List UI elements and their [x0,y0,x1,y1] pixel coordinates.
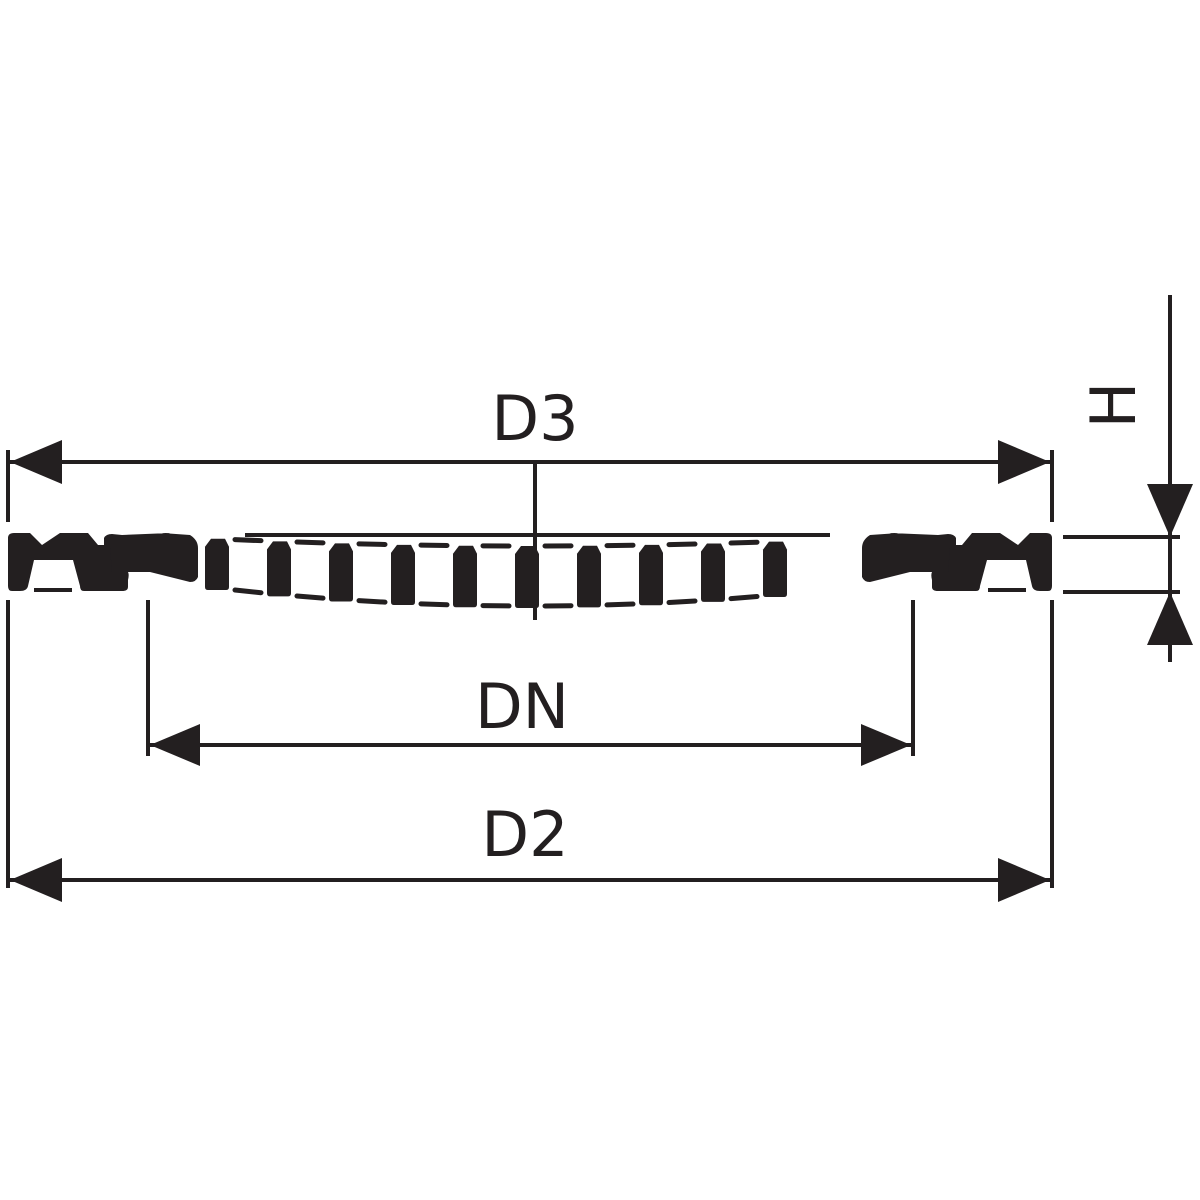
grate-bar [763,541,787,597]
grate-dash [232,587,264,596]
grate-dash [232,537,264,544]
grate-bar [205,538,229,591]
frame-profile-left [8,533,129,591]
grate-rim-left [104,533,198,582]
grate-bar [515,545,539,608]
label-d2: D2 [481,798,568,871]
dimension-dn: DN [150,670,911,766]
arrowhead-icon [10,858,62,902]
grate-dash [728,594,760,602]
label-h: H [1077,382,1150,429]
grate-bar [267,541,291,597]
arrowhead-icon [150,724,200,766]
grate-bar [577,545,601,608]
grate-dash [356,598,388,605]
grate-bar [391,544,415,606]
grate-dash [666,541,698,548]
grate-bar [639,544,663,606]
arrowhead-icon [861,724,911,766]
grate-rim-right [862,533,956,582]
grate-dash [666,598,698,605]
grate-dash [294,593,326,601]
grate-dash [418,601,450,608]
dimension-d3: D3 [10,382,1050,484]
arrowhead-icon [10,440,62,484]
arrowhead-icon [998,858,1050,902]
dimension-d2: D2 [10,798,1050,902]
grate-bar [701,543,725,602]
arrowhead-icon [1147,592,1193,645]
grate-dash [604,601,636,608]
grate-dash [356,541,388,547]
grate-dash [728,539,760,546]
grate-bars [205,537,787,609]
grate-dash [294,539,326,546]
label-dn: DN [475,670,569,743]
grate-bar [453,545,477,608]
dimension-h: H [1063,295,1193,662]
grate-bar [329,543,353,602]
arrowhead-icon [998,440,1050,484]
label-d3: D3 [491,382,578,455]
frame-profile-right [931,533,1052,591]
arrowhead-icon [1147,484,1193,537]
